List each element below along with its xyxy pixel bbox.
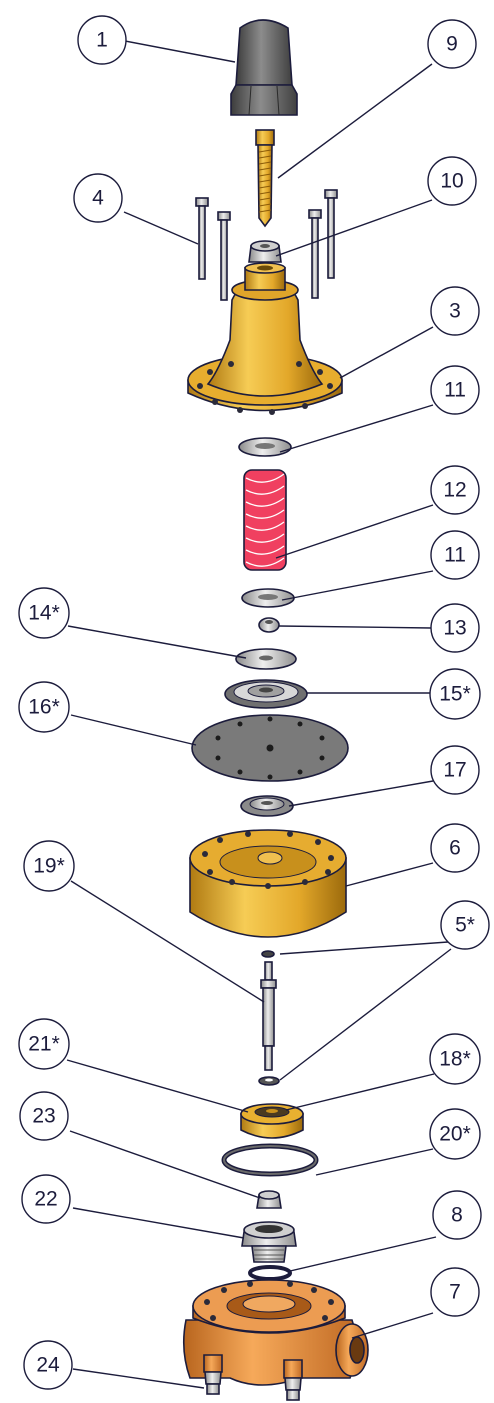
callout-8-label: 8 <box>451 1204 463 1227</box>
part-23-nut <box>256 1190 282 1209</box>
callout-4: 4 <box>73 173 123 223</box>
callout-18-label: 18* <box>439 1048 471 1071</box>
callout-11-upper: 11 <box>430 365 480 415</box>
callout-18: 18* <box>429 1033 481 1085</box>
part-1-knob <box>230 19 298 116</box>
callout-3-label: 3 <box>449 300 461 323</box>
part-21-valve-disc <box>240 1103 304 1139</box>
callout-22-label: 22 <box>34 1188 57 1211</box>
callout-9: 9 <box>427 19 477 69</box>
callout-7-label: 7 <box>449 1281 461 1304</box>
callout-23-label: 23 <box>32 1105 55 1128</box>
callout-6: 6 <box>430 823 480 873</box>
callout-13: 13 <box>430 603 480 653</box>
callout-1: 1 <box>77 15 127 65</box>
callout-10: 10 <box>427 156 477 206</box>
part-17-washer <box>240 795 294 817</box>
part-11-spring-plate-lower <box>241 588 295 608</box>
part-6-diaphragm-housing <box>189 829 347 938</box>
part-9-adjusting-screw <box>255 129 275 228</box>
callout-4-label: 4 <box>92 187 104 210</box>
part-5-o-ring-lower <box>258 1076 280 1086</box>
callout-10-label: 10 <box>440 170 463 193</box>
callout-24-label: 24 <box>36 1354 60 1377</box>
callout-16: 16* <box>18 681 70 733</box>
callout-5-label: 5* <box>455 914 475 937</box>
part-14-washer <box>235 648 297 670</box>
callout-12-label: 12 <box>443 479 466 502</box>
callout-5: 5* <box>440 900 490 950</box>
callout-1-label: 1 <box>96 29 108 52</box>
callout-11-lower: 11 <box>430 530 480 580</box>
part-4-bolts <box>195 189 338 301</box>
callout-7: 7 <box>430 1267 480 1317</box>
part-11-spring-plate-upper <box>238 437 292 457</box>
callout-19: 19* <box>23 840 75 892</box>
leader-lines <box>66 40 452 1389</box>
callout-14-label: 14* <box>28 602 60 625</box>
callout-22: 22 <box>21 1174 71 1224</box>
part-7-valve-body <box>182 1279 369 1386</box>
part-16-diaphragm <box>191 714 349 782</box>
callout-23: 23 <box>19 1091 69 1141</box>
callout-19-label: 19* <box>33 855 65 878</box>
part-20-large-o-ring <box>221 1143 319 1177</box>
callout-21: 21* <box>18 1018 70 1070</box>
callout-bubbles: 1 9 4 10 3 11 12 11 14* 13 15* 16* 17 6 … <box>18 15 490 1390</box>
part-15-diaphragm-plate <box>224 679 308 709</box>
callout-17: 17 <box>430 745 480 795</box>
part-5-o-ring-upper <box>261 950 275 958</box>
callout-3: 3 <box>430 286 480 336</box>
callout-14: 14* <box>18 587 70 639</box>
callout-20-label: 20* <box>439 1123 471 1146</box>
callout-11-upper-label: 11 <box>444 379 466 402</box>
callout-8: 8 <box>432 1190 482 1240</box>
callout-20: 20* <box>429 1108 481 1160</box>
callout-15-label: 15* <box>439 683 471 706</box>
part-8-o-ring <box>248 1265 292 1281</box>
part-13-nut <box>258 617 280 633</box>
callout-21-label: 21* <box>28 1033 60 1056</box>
callout-13-label: 13 <box>443 617 466 640</box>
callout-6-label: 6 <box>449 837 461 860</box>
callout-12: 12 <box>430 465 480 515</box>
callout-11-lower-label: 11 <box>444 544 466 567</box>
part-24-plugs <box>204 1371 302 1401</box>
part-19-valve-stem <box>260 961 277 1071</box>
callout-15: 15* <box>429 668 481 720</box>
callout-24: 24 <box>23 1340 73 1390</box>
part-22-seat-insert <box>241 1221 297 1263</box>
callout-9-label: 9 <box>446 33 458 56</box>
part-12-spring <box>243 469 287 571</box>
callout-17-label: 17 <box>443 759 466 782</box>
part-3-bonnet <box>187 262 343 415</box>
part-10-lock-nut <box>248 240 282 263</box>
callout-16-label: 16* <box>28 696 60 719</box>
